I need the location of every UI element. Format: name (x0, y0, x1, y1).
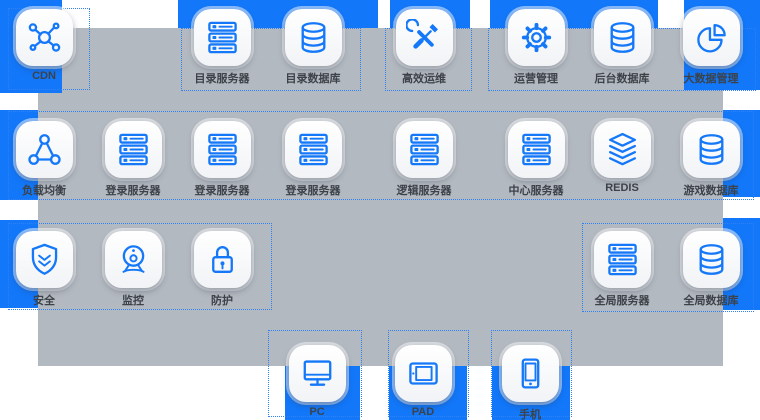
node-label-redis: REDIS (605, 182, 639, 194)
node-label-operations-management: 运营管理 (514, 73, 558, 85)
load-balancer-icon (26, 131, 63, 168)
node-security (15, 231, 73, 288)
gear-icon (518, 19, 555, 56)
layers-icon (604, 131, 641, 168)
node-label-pc: PC (309, 406, 325, 418)
node-center-server (507, 121, 565, 178)
shield-icon (26, 241, 63, 278)
network-icon (26, 19, 63, 56)
node-pad (394, 345, 452, 402)
server-icon (518, 131, 555, 168)
node-game-database (682, 121, 740, 178)
node-label-load-balancer: 负载均衡 (22, 185, 66, 197)
tablet-icon (405, 355, 442, 392)
node-label-bigdata-management: 大数据管理 (683, 73, 739, 85)
group-outline-global (582, 223, 754, 312)
phone-icon (512, 355, 549, 392)
node-label-logic-server: 逻辑服务器 (396, 185, 452, 197)
node-operations-management (507, 9, 565, 66)
node-label-monitoring: 监控 (122, 295, 144, 307)
node-efficient-ops (395, 9, 453, 66)
node-global-database (682, 231, 740, 288)
tools-icon (406, 19, 443, 56)
node-label-login-server-3: 登录服务器 (285, 185, 341, 197)
node-backend-database (593, 9, 651, 66)
server-icon (204, 19, 241, 56)
node-label-global-server: 全局服务器 (594, 295, 650, 307)
database-icon (295, 19, 332, 56)
node-directory-server (193, 9, 251, 66)
pie-chart-icon (693, 19, 730, 56)
node-label-directory-server: 目录服务器 (194, 73, 250, 85)
node-label-pad: PAD (411, 406, 435, 418)
group-outline-security (8, 223, 272, 310)
database-icon (693, 131, 730, 168)
server-icon (406, 131, 443, 168)
node-monitoring (104, 231, 162, 288)
node-label-mobile: 手机 (519, 409, 541, 420)
monitor-icon (299, 355, 336, 392)
group-outline-cdn (8, 8, 90, 90)
group-outline-pad (388, 330, 469, 417)
node-load-balancer (15, 121, 73, 178)
node-label-login-server-1: 登录服务器 (105, 185, 161, 197)
node-directory-database (284, 9, 342, 66)
node-label-game-database: 游戏数据库 (683, 185, 739, 197)
node-login-server-1 (104, 121, 162, 178)
node-redis (593, 121, 651, 178)
node-label-security: 安全 (33, 295, 55, 307)
database-icon (693, 241, 730, 278)
node-label-global-database: 全局数据库 (683, 295, 739, 307)
node-protection (193, 231, 251, 288)
server-icon (295, 131, 332, 168)
server-icon (115, 131, 152, 168)
lock-icon (204, 241, 241, 278)
group-outline-mobile (491, 330, 572, 417)
node-global-server (593, 231, 651, 288)
node-label-directory-database: 目录数据库 (285, 73, 341, 85)
node-logic-server (395, 121, 453, 178)
node-label-efficient-ops: 高效运维 (402, 73, 446, 85)
node-mobile (501, 345, 559, 402)
group-outline-row2 (8, 111, 754, 200)
group-outline-directory (181, 28, 361, 91)
server-icon (204, 131, 241, 168)
node-label-cdn: CDN (32, 70, 56, 82)
webcam-icon (115, 241, 152, 278)
node-label-protection: 防护 (211, 295, 233, 307)
node-login-server-2 (193, 121, 251, 178)
group-outline-pc (268, 330, 362, 417)
server-icon (604, 241, 641, 278)
node-label-backend-database: 后台数据库 (594, 73, 650, 85)
node-label-center-server: 中心服务器 (508, 185, 564, 197)
node-label-login-server-2: 登录服务器 (194, 185, 250, 197)
node-bigdata-management (682, 9, 740, 66)
node-pc (288, 345, 346, 402)
node-cdn (15, 9, 73, 66)
node-login-server-3 (284, 121, 342, 178)
database-icon (604, 19, 641, 56)
